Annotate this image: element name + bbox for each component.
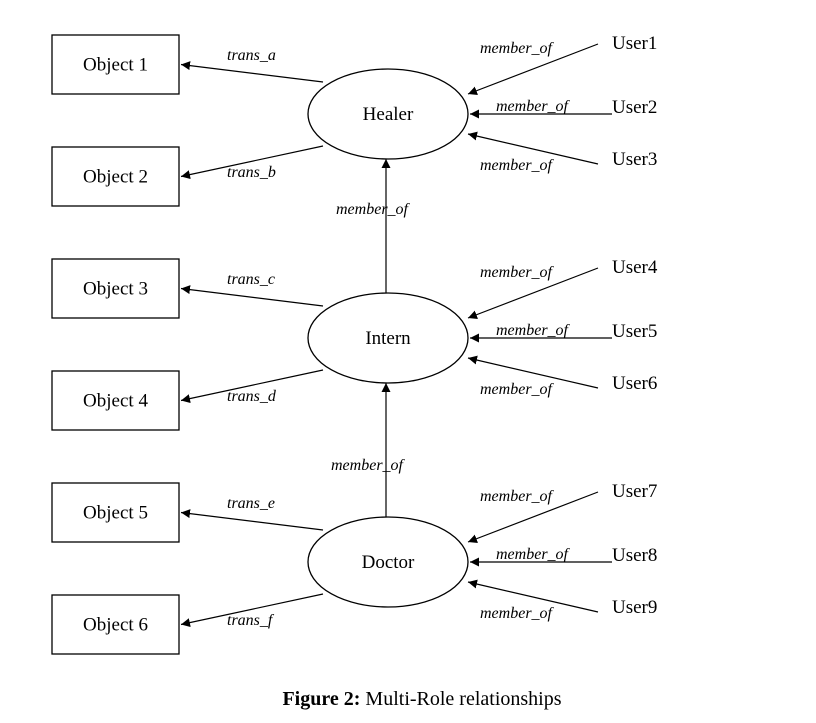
user-1-label: User1 bbox=[612, 33, 657, 54]
object-3-box bbox=[51, 258, 180, 319]
object-1-box bbox=[51, 34, 180, 95]
caption-text: Multi-Role relationships bbox=[360, 688, 562, 710]
member-edge-user-3 bbox=[467, 131, 599, 165]
member-label-user-7: member_of bbox=[480, 488, 555, 505]
role-doctor-label: Doctor bbox=[362, 552, 415, 573]
trans-label-2: trans_b bbox=[227, 164, 276, 181]
trans-edge-5 bbox=[180, 509, 324, 531]
trans-edge-1 bbox=[180, 61, 324, 83]
object-6-label: Object 6 bbox=[83, 615, 148, 636]
member-label-user-3: member_of bbox=[480, 157, 555, 174]
member-label-user-1: member_of bbox=[480, 40, 555, 57]
object-5-box bbox=[51, 482, 180, 543]
role-doctor-ellipse bbox=[307, 516, 469, 608]
object-4-box bbox=[51, 370, 180, 431]
member-label-user-6: member_of bbox=[480, 381, 555, 398]
object-5-label: Object 5 bbox=[83, 503, 148, 524]
caption-prefix: Figure 2: bbox=[282, 688, 361, 710]
trans-label-3: trans_c bbox=[227, 271, 275, 288]
user-4-label: User4 bbox=[612, 257, 658, 278]
object-6-box bbox=[51, 594, 180, 655]
role-link-label-2: member_of bbox=[331, 457, 406, 474]
member-label-user-4: member_of bbox=[480, 264, 555, 281]
object-2-label: Object 2 bbox=[83, 167, 148, 188]
role-healer-ellipse bbox=[307, 68, 469, 160]
figure-caption: Figure 2: Multi-Role relationships bbox=[0, 688, 816, 711]
trans-edge-4 bbox=[180, 369, 324, 404]
member-edge-user-6 bbox=[467, 355, 599, 389]
object-3-label: Object 3 bbox=[83, 279, 148, 300]
user-3-label: User3 bbox=[612, 149, 657, 170]
object-2-box bbox=[51, 146, 180, 207]
role-intern-label: Intern bbox=[365, 328, 411, 349]
object-4-label: Object 4 bbox=[83, 391, 148, 412]
trans-label-1: trans_a bbox=[227, 47, 276, 64]
user-2-label: User2 bbox=[612, 97, 657, 118]
member-edge-user-7 bbox=[467, 491, 599, 543]
trans-label-5: trans_e bbox=[227, 495, 275, 512]
member-label-user-2: member_of bbox=[496, 98, 571, 115]
role-intern-ellipse bbox=[307, 292, 469, 384]
member-edge-user-1 bbox=[467, 43, 599, 95]
user-5-label: User5 bbox=[612, 321, 657, 342]
trans-label-4: trans_d bbox=[227, 388, 277, 405]
object-1-label: Object 1 bbox=[83, 55, 148, 76]
user-7-label: User7 bbox=[612, 481, 657, 502]
member-label-user-5: member_of bbox=[496, 322, 571, 339]
user-8-label: User8 bbox=[612, 545, 657, 566]
user-6-label: User6 bbox=[612, 373, 657, 394]
trans-label-6: trans_f bbox=[227, 612, 275, 629]
user-9-label: User9 bbox=[612, 597, 657, 618]
trans-edge-2 bbox=[180, 145, 324, 180]
member-label-user-8: member_of bbox=[496, 546, 571, 563]
member-edge-user-4 bbox=[467, 267, 599, 319]
member-edge-user-9 bbox=[467, 579, 599, 613]
role-healer-label: Healer bbox=[363, 104, 414, 125]
trans-edge-3 bbox=[180, 285, 324, 307]
role-link-label-1: member_of bbox=[336, 201, 411, 218]
member-label-user-9: member_of bbox=[480, 605, 555, 622]
trans-edge-6 bbox=[180, 593, 324, 628]
